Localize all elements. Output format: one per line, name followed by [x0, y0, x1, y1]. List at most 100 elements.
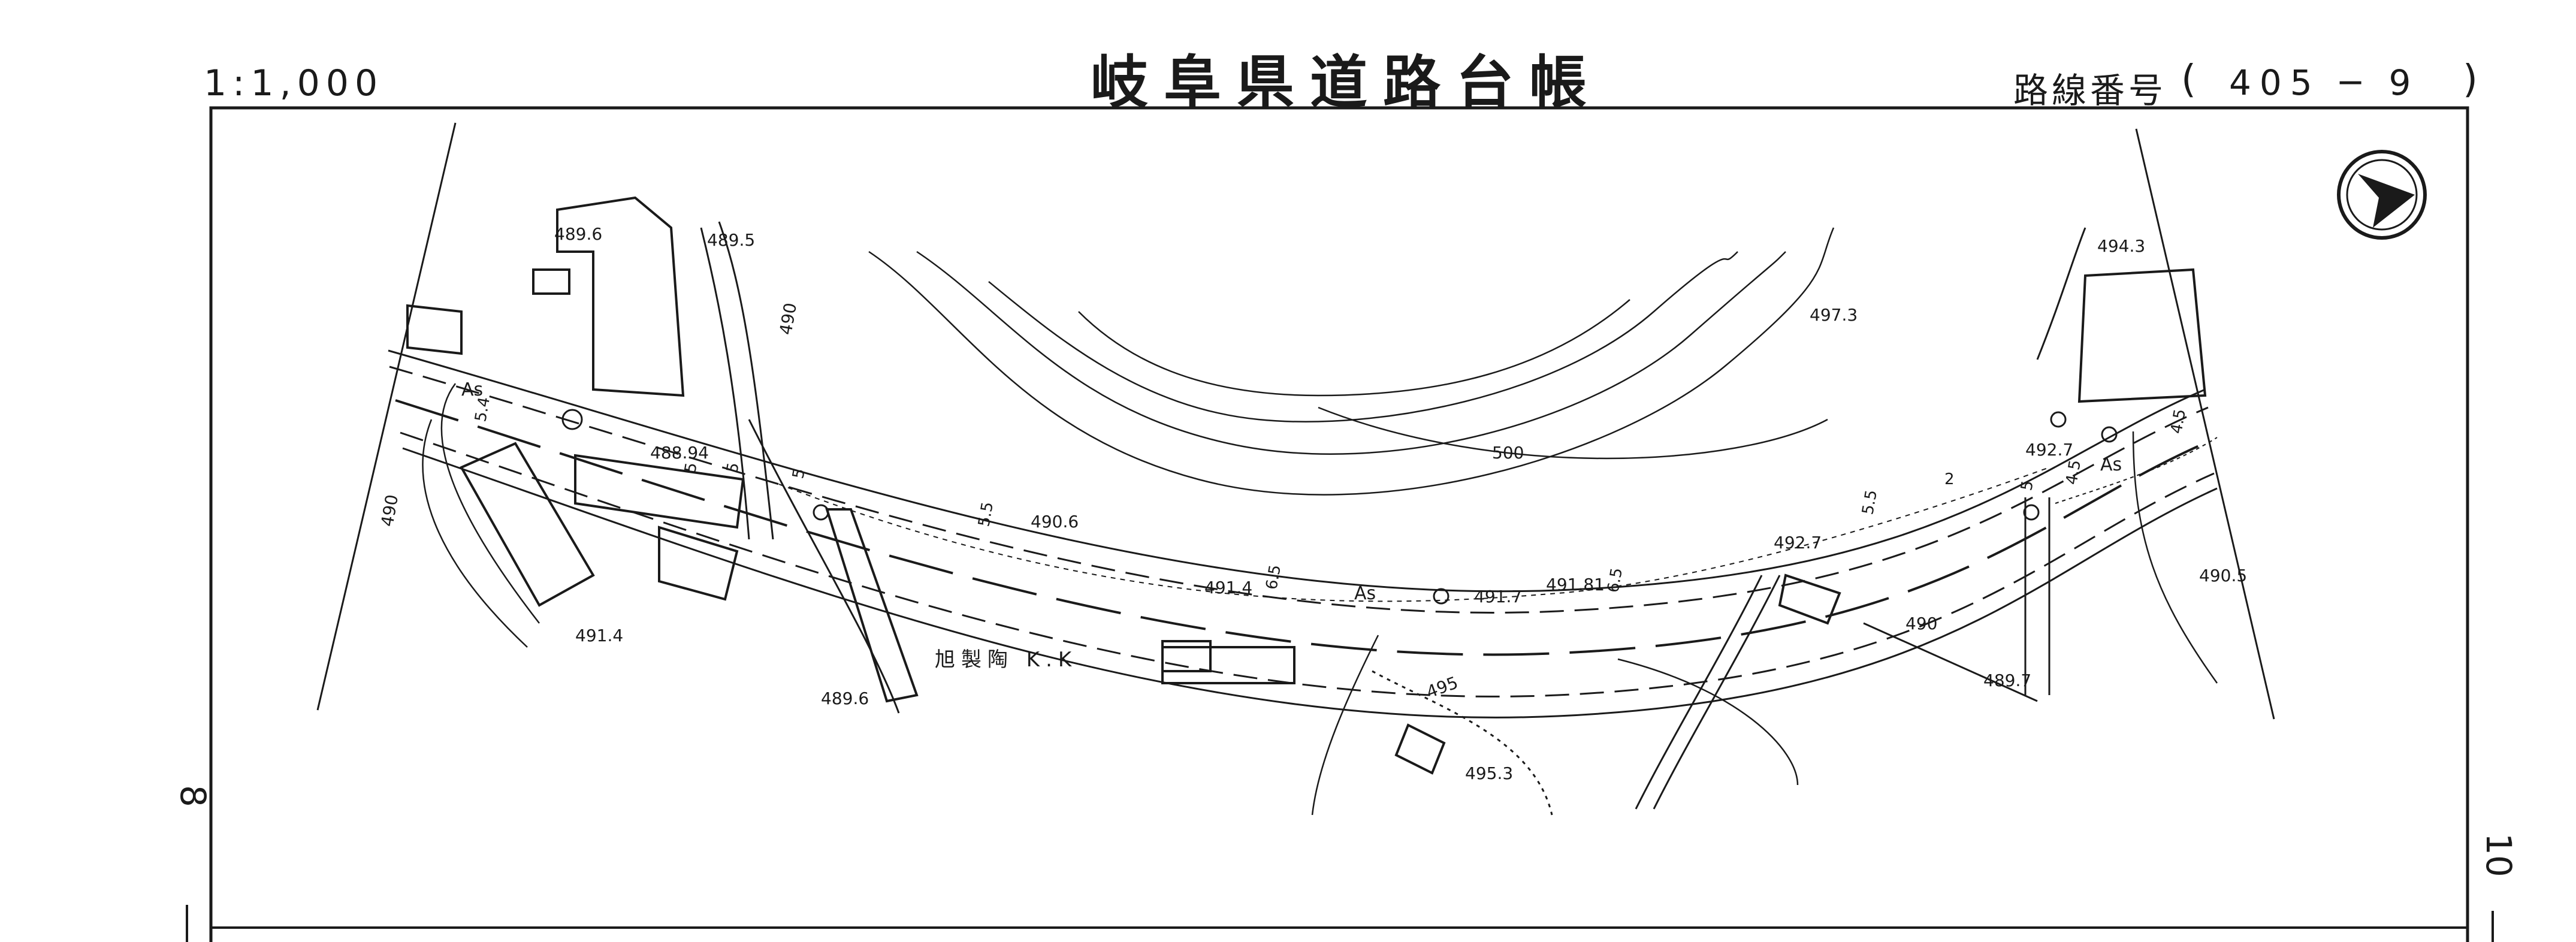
- contour-4: [1078, 299, 1630, 397]
- contour-east: [2132, 431, 2218, 684]
- elevation-labels: 489.6 489.5 490 488.94 490 491.4 489.6 4…: [377, 224, 2247, 783]
- elev-495-3: 495.3: [1465, 763, 1513, 783]
- building-south-east: [1778, 573, 1841, 625]
- contour-south-1: [1311, 635, 1379, 816]
- width-6-5-east: 6.5: [1604, 566, 1626, 594]
- company-label: 旭製陶 K.K: [935, 648, 1077, 672]
- adjacent-sheet-left: 8: [173, 785, 213, 807]
- buildings: [406, 196, 2207, 775]
- road-centerline: [395, 399, 2212, 656]
- contour-1: [868, 227, 1835, 496]
- width-5-center: 5: [789, 467, 808, 481]
- pole-marker-4: [2101, 426, 2118, 443]
- width-6-5-west: 6.5: [1263, 563, 1285, 591]
- elev-489-6-nw: 489.6: [554, 224, 602, 244]
- map-frame: [209, 106, 2469, 942]
- pole-marker-5: [2050, 411, 2067, 428]
- map-scale: 1:1,000: [204, 62, 384, 104]
- width-4-5-b: 4.5: [2167, 407, 2190, 435]
- building-west: [406, 304, 463, 355]
- elev-490-north: 490: [775, 301, 801, 336]
- elev-491-4-sw: 491.4: [575, 626, 623, 645]
- elev-491-81: 491.81: [1546, 575, 1605, 594]
- contour-2: [916, 250, 1786, 455]
- building-road-south: [574, 454, 745, 529]
- road-shoulder-north: [389, 366, 2209, 614]
- width-5-west: 5: [723, 461, 742, 475]
- surface-as-center: As: [1354, 583, 1376, 604]
- road-width-labels: 5.4 5 5 5.5 6.5 6.5 5.5 5 4.5 4.5 2 5: [472, 395, 2190, 594]
- elev-491-4: 491.4: [1204, 578, 1252, 597]
- south-lane-east-1: [1653, 575, 1781, 810]
- contour-3: [988, 251, 1738, 422]
- route-number-label: 路線番号: [2013, 70, 2167, 111]
- road-shoulder-south: [400, 431, 2215, 698]
- page-title: 岐阜県道路台帳: [1091, 49, 1602, 116]
- survey-boundary: [316, 122, 2275, 720]
- elev-491-7: 491.7: [1474, 587, 1522, 606]
- factory-block-2: [1161, 646, 1295, 684]
- south-hill-dotted: [1372, 670, 1553, 816]
- elev-488-94: 488.94: [650, 443, 709, 463]
- south-lane-west: [748, 419, 900, 714]
- side-roads: [700, 221, 2086, 816]
- building-nw: [556, 196, 685, 397]
- road-edge-south: [402, 447, 2218, 718]
- boundary-left: [316, 122, 457, 711]
- side-road-south: [825, 508, 919, 703]
- width-2: 2: [1944, 470, 1955, 488]
- surface-as-east: As: [2100, 454, 2122, 475]
- east-property-line: [1863, 622, 2038, 702]
- utility-markers: [561, 409, 2118, 605]
- contour-5: [1318, 406, 1828, 460]
- elev-489-7: 489.7: [1983, 671, 2031, 690]
- surface-as-west: As: [461, 379, 483, 400]
- elev-495: 495: [1424, 672, 1461, 702]
- contour-west-1: [440, 383, 540, 624]
- elev-497-3: 497.3: [1810, 305, 1858, 325]
- elev-490-east: 490: [1905, 614, 1937, 633]
- pole-marker-2: [1433, 588, 1449, 605]
- elev-490-6: 490.6: [1031, 512, 1079, 532]
- width-5-5-west: 5.5: [975, 500, 997, 528]
- route-open-paren: (: [2181, 58, 2196, 102]
- elev-489-5: 489.5: [707, 230, 755, 250]
- elev-490-west: 490: [377, 493, 402, 528]
- retaining-wall: [778, 467, 2050, 602]
- pole-marker-west: [561, 409, 583, 430]
- road-edge-north: [388, 349, 2206, 593]
- width-5-4: 5.4: [472, 395, 494, 423]
- adjacent-sheet-right: 10: [2478, 833, 2519, 877]
- building-south-hill: [1394, 723, 1446, 775]
- north-lane-west: [700, 227, 750, 540]
- width-5-5-east: 5.5: [1859, 488, 1881, 516]
- elev-494-3: 494.3: [2097, 236, 2145, 256]
- contour-lines: [422, 227, 2218, 816]
- pole-marker-1: [813, 504, 829, 521]
- contour-west-2: [422, 419, 528, 648]
- elev-492-7-center: 492.7: [1774, 533, 1822, 552]
- stone-wall-east: [2055, 437, 2218, 504]
- width-4-5-a: 4.5: [2062, 458, 2085, 486]
- main-road: [388, 349, 2218, 718]
- width-5-east: 5: [2018, 479, 2037, 493]
- building-nw-small: [532, 268, 570, 295]
- building-sw: [460, 442, 595, 607]
- south-lane-east-2: [1635, 575, 1763, 810]
- north-lane-east: [718, 221, 774, 540]
- route-close-paren: ): [2463, 58, 2478, 102]
- elev-490-5: 490.5: [2199, 566, 2247, 585]
- elev-492-7-east: 492.7: [2025, 440, 2073, 460]
- surface-labels: As As As: [461, 379, 2122, 604]
- route-number-value: 405 ─ 9: [2229, 62, 2420, 103]
- contour-south-2: [1617, 658, 1799, 786]
- north-east-lane: [2036, 227, 2086, 360]
- building-small-sw: [658, 526, 739, 601]
- north-arrow-icon: [2337, 150, 2427, 240]
- building-ne: [2077, 268, 2207, 403]
- elev-500: 500: [1492, 443, 1524, 463]
- width-5-sw: 5: [681, 461, 700, 475]
- pole-marker-3: [2023, 504, 2040, 521]
- boundary-right: [2135, 128, 2275, 720]
